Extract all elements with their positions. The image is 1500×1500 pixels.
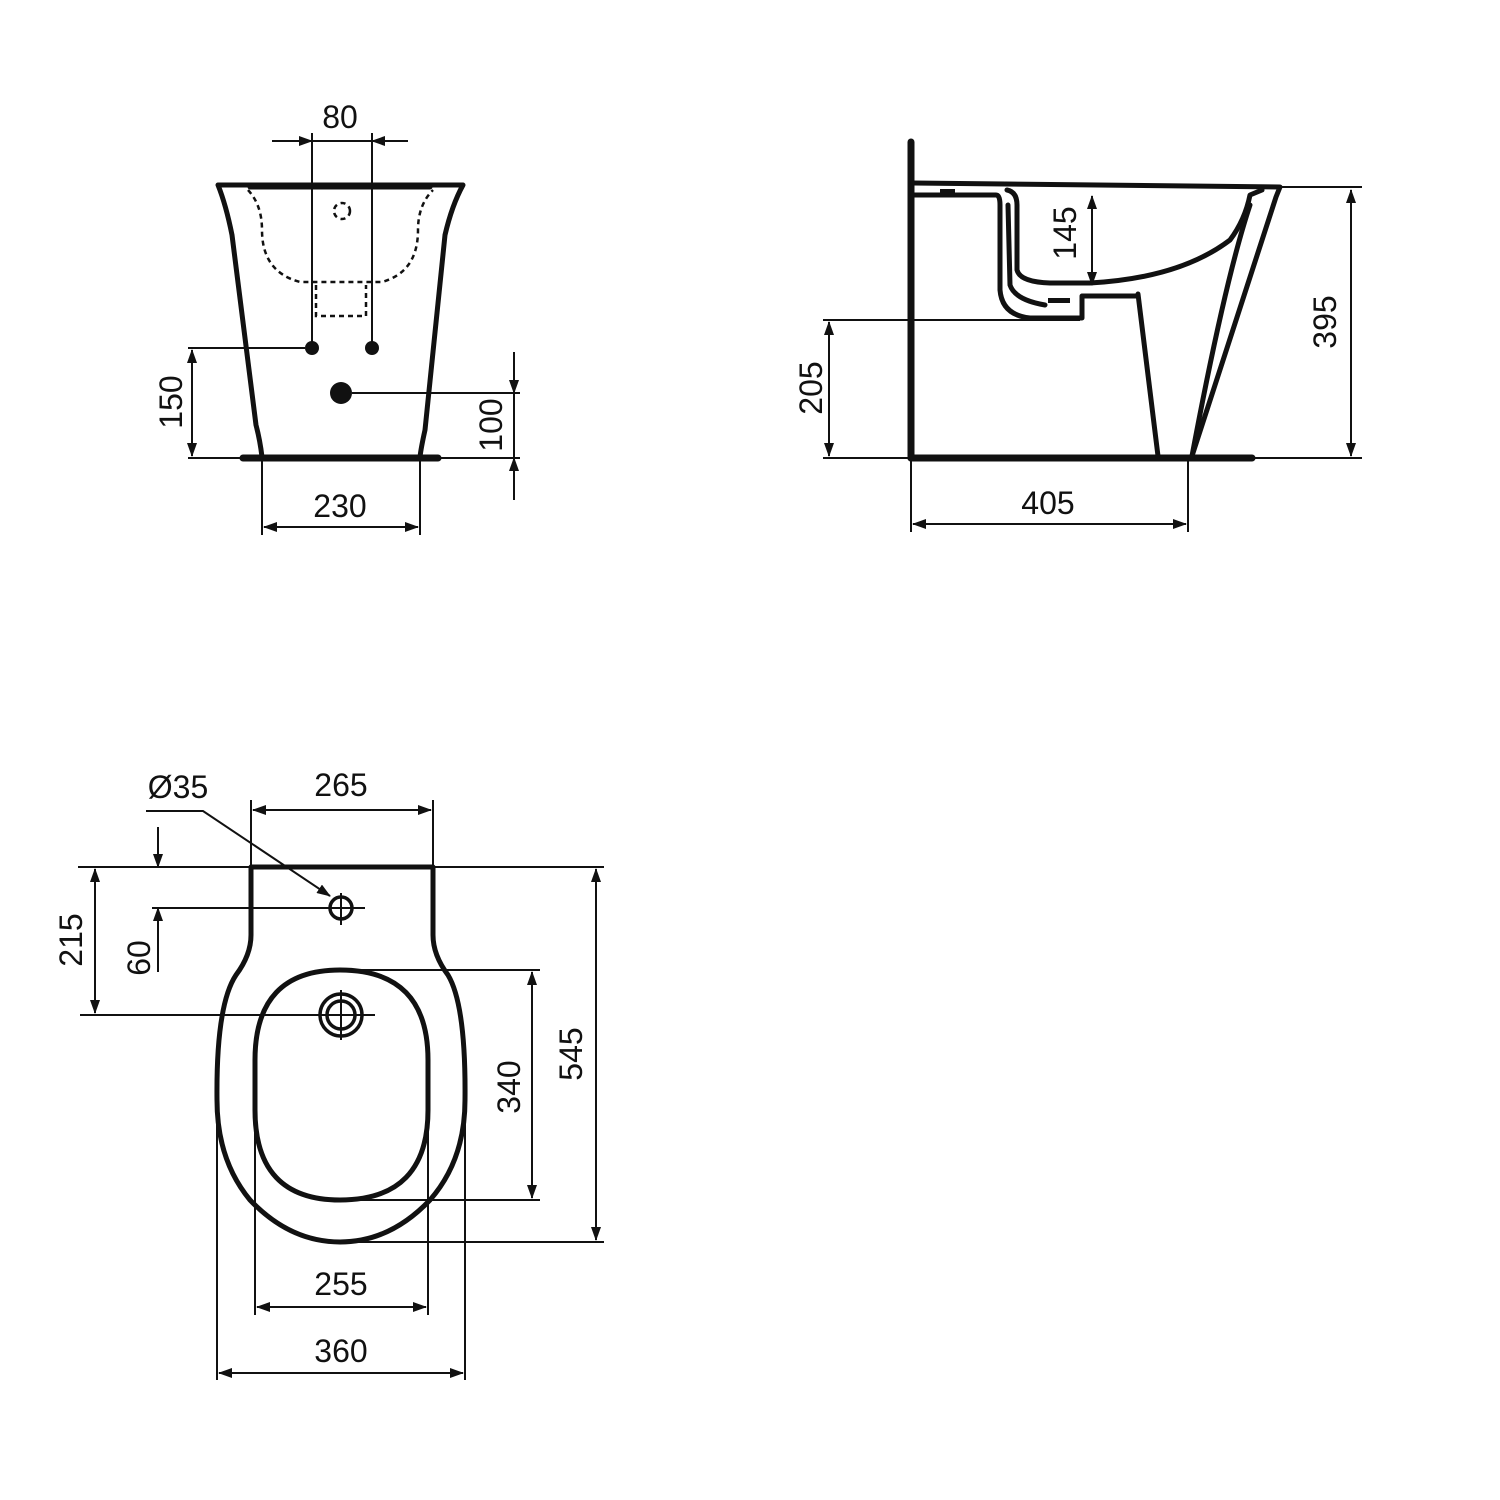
dim-tap-spacing: 80: [322, 99, 358, 135]
dim-bowl-length: 340: [491, 1060, 527, 1113]
top-view: Ø35 265 60 215 340 545 255: [53, 767, 604, 1380]
dim-base-depth: 405: [1021, 485, 1074, 521]
dim-bowl-width: 255: [314, 1266, 367, 1302]
front-body-outline: [215, 182, 466, 460]
dim-waste-height: 100: [473, 398, 509, 451]
dim-waste-from-wall: 215: [53, 913, 89, 966]
waste-hole: [330, 382, 352, 404]
dim-tap-hole-from-wall: 60: [121, 940, 157, 976]
dim-rear-width: 265: [314, 767, 367, 803]
dim-total-width: 360: [314, 1333, 367, 1369]
dim-base-width: 230: [313, 488, 366, 524]
dim-tap-hole-diameter: Ø35: [148, 769, 208, 805]
dim-bowl-depth: 145: [1047, 206, 1083, 259]
dim-total-height: 395: [1307, 295, 1343, 348]
dim-supply-height: 150: [153, 375, 189, 428]
side-view: 145 205 395 405: [793, 138, 1362, 532]
dim-outlet-height: 205: [793, 361, 829, 414]
dim-total-length: 545: [553, 1027, 589, 1080]
front-hidden-bowl: [247, 189, 434, 284]
front-view: 80 150 100 230: [153, 99, 520, 535]
